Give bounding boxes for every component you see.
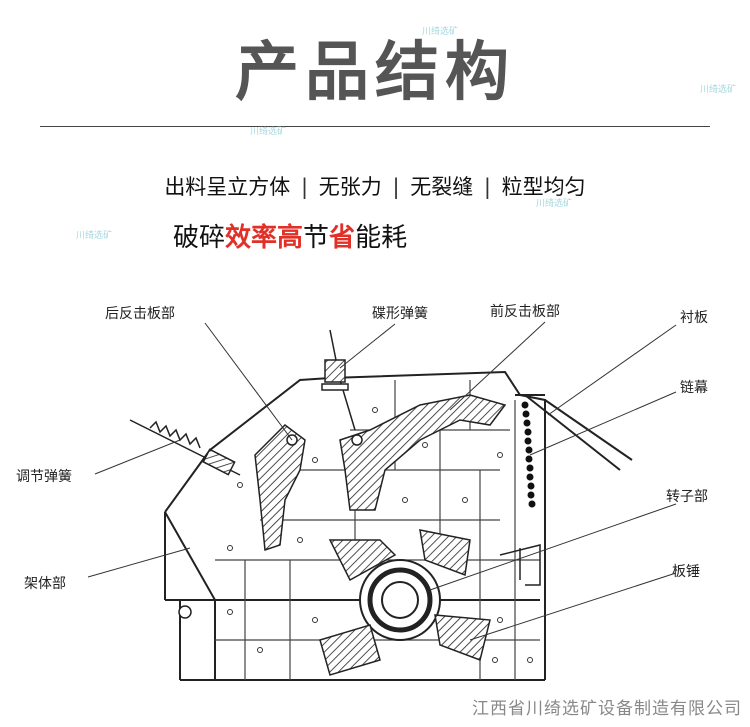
label-rotor: 转子部 [666, 489, 708, 505]
disc-spring-assembly [321, 329, 356, 431]
rotor-assembly [319, 529, 491, 676]
slogan-part: 节 [303, 223, 330, 253]
watermark: 川绮选矿 [536, 199, 573, 209]
crusher-housing [164, 370, 633, 681]
watermark: 川绮选矿 [250, 127, 287, 137]
tagline-separator: | [483, 175, 491, 199]
impact-crusher-diagram: 后反击板部 碟形弹簧 前反击板部 衬板 链幕 调节弹簧 转子部 架体部 板锤 [16, 303, 708, 681]
watermark: 川绮选矿 [76, 231, 113, 241]
tagline-separator: | [392, 175, 400, 199]
tagline-item: 出料呈立方体 [164, 175, 291, 199]
front-plate-pivot [351, 434, 363, 446]
tagline-item: 无裂缝 [410, 175, 474, 199]
rear-impact-plate [254, 424, 306, 552]
watermark: 川绮选矿 [422, 27, 459, 37]
watermark: 川绮选矿 [700, 85, 737, 95]
label-disc-spring: 碟形弹簧 [372, 306, 428, 322]
company-footer: 江西省川绮选矿设备制造有限公司 [472, 699, 742, 719]
tagline-separator: | [301, 175, 309, 199]
tagline-item: 无张力 [318, 175, 382, 199]
label-liner: 衬板 [680, 310, 708, 326]
tagline-item: 粒型均匀 [501, 175, 586, 199]
leader-lines [87, 321, 677, 641]
efficiency-slogan: 破碎效率高节省能耗 [173, 220, 407, 256]
label-front-impact-plate: 前反击板部 [490, 303, 560, 320]
slogan-highlight: 效率高 [225, 223, 304, 253]
outlet-lip [499, 544, 541, 586]
slogan-part: 能耗 [355, 223, 408, 253]
slogan-part: 破碎 [173, 223, 226, 253]
adjusting-spring-assembly [129, 419, 241, 476]
label-frame: 架体部 [24, 576, 66, 592]
front-impact-plate [339, 394, 507, 511]
page-title: 产品结构 [235, 36, 515, 110]
label-rear-impact-plate: 后反击板部 [105, 306, 175, 322]
label-blow-bar: 板锤 [672, 564, 700, 580]
chain-curtain [521, 401, 536, 508]
feature-tagline: 出料呈立方体 | 无张力 | 无裂缝 | 粒型均匀 [0, 172, 750, 202]
inspection-hole [178, 605, 192, 619]
title-divider [40, 126, 710, 127]
label-adjusting-spring: 调节弹簧 [16, 469, 72, 485]
slogan-highlight: 省 [329, 223, 356, 253]
label-chain-curtain: 链幕 [680, 380, 708, 396]
